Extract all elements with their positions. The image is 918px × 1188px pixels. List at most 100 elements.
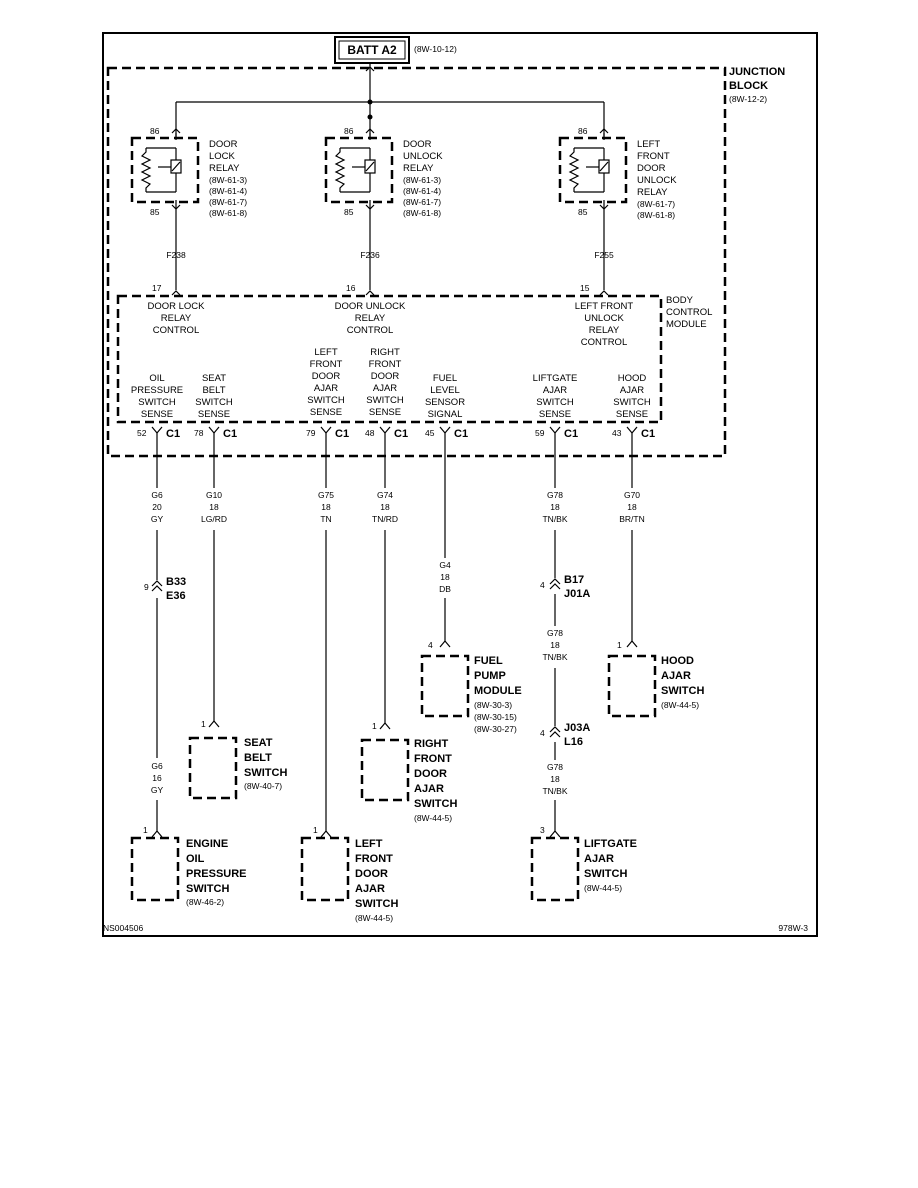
bcm-output-59: LIFTGATE AJAR SWITCH SENSE 59 C1 — [533, 373, 578, 440]
relay-lf-ref-1: (8W-61-7) — [637, 199, 675, 209]
bcm-output-45-label-4: SIGNAL — [428, 409, 463, 420]
bcm-output-52-connector: C1 — [166, 428, 180, 440]
bcm-output-79: LEFT FRONT DOOR AJAR SWITCH SENSE 79 C1 — [306, 347, 349, 440]
lf-door-switch-pin: 1 — [313, 825, 318, 835]
relay-door-lock-name-3: RELAY — [209, 163, 240, 174]
bcm-output-43-pin: 43 — [612, 428, 622, 438]
bcm-input-15-label-1: LEFT FRONT — [575, 301, 634, 312]
inline-b17-name: B17 — [564, 574, 584, 586]
bcm-output-78-pin: 78 — [194, 428, 204, 438]
wire-g74-color: TN/RD — [372, 514, 398, 524]
inline-b33-pin: 9 — [144, 582, 149, 592]
bcm-output-78-label-4: SENSE — [198, 409, 230, 420]
lf-door-switch-ref: (8W-44-5) — [355, 913, 393, 923]
relay-door-unlock-ref-3: (8W-61-7) — [403, 197, 441, 207]
fuel-pump-name-3: MODULE — [474, 685, 522, 697]
fuel-pump-ref-3: (8W-30-27) — [474, 724, 517, 734]
relay-lf-pin-top: 86 — [578, 126, 588, 136]
bcm-title-1: BODY — [666, 295, 694, 306]
bcm-output-78-label-3: SWITCH — [195, 397, 233, 408]
bcm-output-79-label-6: SENSE — [310, 407, 342, 418]
relay-door-lock-ref-4: (8W-61-8) — [209, 208, 247, 218]
seat-belt-switch-name-2: BELT — [244, 752, 272, 764]
wire-g4-id: G4 — [439, 560, 451, 570]
wire-g78c-id: G78 — [547, 762, 563, 772]
liftgate-ajar-switch: 3 LIFTGATE AJAR SWITCH (8W-44-5) — [530, 825, 637, 902]
relay-door-lock-ref-1: (8W-61-3) — [209, 175, 247, 185]
liftgate-switch-ref: (8W-44-5) — [584, 883, 622, 893]
bcm-output-52-label-1: OIL — [149, 373, 164, 384]
bcm-output-79-label-4: AJAR — [314, 383, 338, 394]
junction-block: JUNCTION BLOCK (8W-12-2) — [106, 66, 785, 458]
bcm-input-15-label-2: UNLOCK — [584, 313, 624, 324]
liftgate-switch-name-2: AJAR — [584, 853, 614, 865]
seat-belt-switch-pin: 1 — [201, 719, 206, 729]
wire-labels: G6 20 GY G6 16 GY G10 18 LG/RD G75 18 TN… — [151, 490, 645, 796]
relay-door-unlock: 86 85 DOOR UNLOCK RELAY (8W-61-3) (8W-61… — [324, 126, 443, 224]
inline-b17-pin: 4 — [540, 580, 545, 590]
wire-g78-b: G78 18 TN/BK — [542, 628, 567, 662]
relay-door-lock-pin-bottom: 85 — [150, 207, 160, 217]
wire-g6b-id: G6 — [151, 761, 163, 771]
inline-l16-name: L16 — [564, 736, 583, 748]
seat-belt-switch-name-1: SEAT — [244, 737, 273, 749]
fuel-pump-name-2: PUMP — [474, 670, 506, 682]
bcm-output-59-pin: 59 — [535, 428, 545, 438]
relay-door-unlock-ref-1: (8W-61-3) — [403, 175, 441, 185]
wire-g6: G6 20 GY — [151, 490, 164, 524]
junction-block-border — [106, 66, 727, 458]
wire-g4-color: DB — [439, 584, 451, 594]
seat-belt-switch: 1 SEAT BELT SWITCH (8W-40-7) — [188, 719, 287, 800]
fuel-pump-ref-1: (8W-30-3) — [474, 700, 512, 710]
relay-door-unlock-name-3: RELAY — [403, 163, 434, 174]
bcm-output-45: FUEL LEVEL SENSOR SIGNAL 45 C1 — [425, 373, 468, 440]
inline-j01a-name: J01A — [564, 588, 590, 600]
relay-lf-name-2: FRONT — [637, 151, 670, 162]
inline-connector-j03a-l16: 4 J03A L16 — [540, 722, 590, 748]
relay-door-unlock-ref-2: (8W-61-4) — [403, 186, 441, 196]
relay-door-unlock-name-1: DOOR — [403, 139, 432, 150]
junction-block-title: JUNCTION — [729, 66, 785, 78]
liftgate-switch-name-1: LIFTGATE — [584, 838, 637, 850]
relay-door-lock-pin-top: 86 — [150, 126, 160, 136]
engine-oil-switch-name-1: ENGINE — [186, 838, 228, 850]
seat-belt-switch-name-3: SWITCH — [244, 767, 287, 779]
wire-g4-gauge: 18 — [440, 572, 450, 582]
bcm-input-15: 15 LEFT FRONT UNLOCK RELAY CONTROL — [575, 283, 634, 348]
engine-oil-switch-pin: 1 — [143, 825, 148, 835]
hood-switch-ref: (8W-44-5) — [661, 700, 699, 710]
batt-label: BATT A2 — [347, 43, 397, 57]
inline-j03a-name: J03A — [564, 722, 590, 734]
bcm-output-43-label-1: HOOD — [618, 373, 647, 384]
bcm-input-17-label-2: RELAY — [161, 313, 192, 324]
hood-ajar-switch: 1 HOOD AJAR SWITCH (8W-44-5) — [607, 640, 704, 718]
bcm-output-78-connector: C1 — [223, 428, 237, 440]
circuit-f255: F255 — [594, 250, 614, 260]
lf-door-switch-name-3: DOOR — [355, 868, 388, 880]
bcm-output-78-label-2: BELT — [202, 385, 225, 396]
engine-oil-switch-name-4: SWITCH — [186, 883, 229, 895]
hood-switch-pin: 1 — [617, 640, 622, 650]
wire-g75-gauge: 18 — [321, 502, 331, 512]
wire-g6b-gauge: 16 — [152, 773, 162, 783]
bcm-input-16-pin: 16 — [346, 283, 356, 293]
bcm-output-43-label-3: SWITCH — [613, 397, 651, 408]
bcm-input-17-pin: 17 — [152, 283, 162, 293]
bcm-output-48-label-6: SENSE — [369, 407, 401, 418]
lf-door-switch-name-1: LEFT — [355, 838, 383, 850]
bcm-output-52-label-2: PRESSURE — [131, 385, 183, 396]
wire-g78b-gauge: 18 — [550, 640, 560, 650]
inline-b33-name: B33 — [166, 576, 186, 588]
bcm-input-16: 16 DOOR UNLOCK RELAY CONTROL — [335, 283, 406, 336]
inline-e36-name: E36 — [166, 590, 186, 602]
bcm-output-79-label-1: LEFT — [314, 347, 337, 358]
wire-g6-b: G6 16 GY — [151, 761, 164, 795]
wire-g78c-color: TN/BK — [542, 786, 567, 796]
inline-j03a-pin: 4 — [540, 728, 545, 738]
bcm-input-17-label-1: DOOR LOCK — [147, 301, 205, 312]
bcm-output-48: RIGHT FRONT DOOR AJAR SWITCH SENSE 48 C1 — [365, 347, 408, 440]
bcm-output-43-connector: C1 — [641, 428, 655, 440]
bcm-output-78: SEAT BELT SWITCH SENSE 78 C1 — [194, 373, 237, 440]
wire-g78b-color: TN/BK — [542, 652, 567, 662]
wire-g6-gauge: 20 — [152, 502, 162, 512]
